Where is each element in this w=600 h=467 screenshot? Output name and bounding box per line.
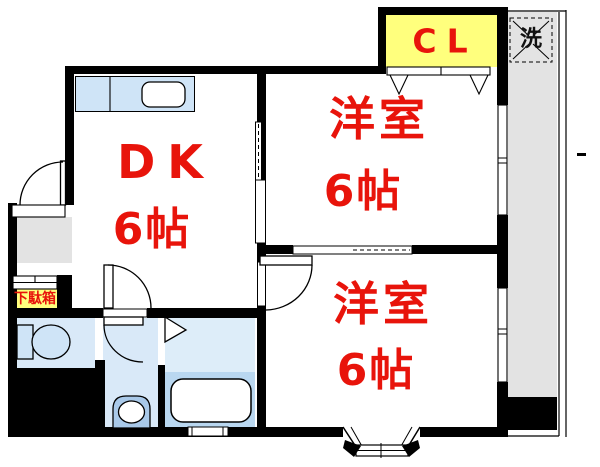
room-label-western2: 洋室 xyxy=(333,277,433,331)
closet-area xyxy=(386,15,497,67)
washroom-door xyxy=(102,264,152,318)
bay-window xyxy=(342,426,421,458)
wall xyxy=(497,7,508,105)
tick-mark xyxy=(577,153,586,156)
shoe-cabinet-label-bg xyxy=(13,289,58,309)
wall xyxy=(266,245,293,254)
washing-machine-label: 洗 xyxy=(519,27,543,52)
toilet-door xyxy=(103,316,144,363)
wall xyxy=(497,382,508,437)
room-size-dk: 6帖 xyxy=(112,204,192,255)
room-size-western2: 6帖 xyxy=(336,345,416,396)
entryway-floor xyxy=(17,217,72,263)
vanity-sink xyxy=(112,395,151,429)
wall xyxy=(257,305,266,437)
wall xyxy=(412,245,497,254)
wall xyxy=(65,66,74,205)
closet-label: CL xyxy=(412,21,478,61)
wall xyxy=(95,360,105,437)
wall xyxy=(8,203,17,437)
western2-door xyxy=(259,255,313,311)
sliding-door-vertical xyxy=(255,121,266,307)
toilet-fixture xyxy=(16,324,71,360)
wall xyxy=(378,15,386,67)
wall xyxy=(57,275,72,308)
shoe-cabinet-icon xyxy=(12,275,58,290)
wall xyxy=(158,365,165,437)
western2-window xyxy=(497,287,508,383)
wall xyxy=(378,7,508,15)
sliding-door-horizontal xyxy=(292,245,413,255)
balcony-railing xyxy=(508,10,567,437)
washing-machine-pad xyxy=(509,17,553,63)
wall xyxy=(17,368,100,437)
kitchen-sink xyxy=(109,77,186,111)
wall xyxy=(65,66,386,74)
shoe-cabinet-label: 下駄箱 xyxy=(14,291,56,307)
wall xyxy=(420,427,506,437)
western1-window xyxy=(497,104,508,216)
room-label-dk: DK xyxy=(117,135,215,189)
wall xyxy=(147,308,258,318)
wall xyxy=(257,66,266,122)
bathroom-window xyxy=(187,426,229,437)
wall xyxy=(497,215,508,288)
entrance-door xyxy=(11,160,67,218)
bathtub-fixture xyxy=(170,378,252,423)
wall xyxy=(257,242,266,262)
wall xyxy=(8,308,103,318)
closet-door-icon xyxy=(386,66,491,96)
room-label-western1: 洋室 xyxy=(329,92,429,146)
bathroom-door-icon xyxy=(164,315,188,344)
balcony-floor xyxy=(508,12,557,397)
wall xyxy=(508,397,557,430)
room-size-western1: 6帖 xyxy=(323,166,403,217)
wall xyxy=(8,427,343,437)
